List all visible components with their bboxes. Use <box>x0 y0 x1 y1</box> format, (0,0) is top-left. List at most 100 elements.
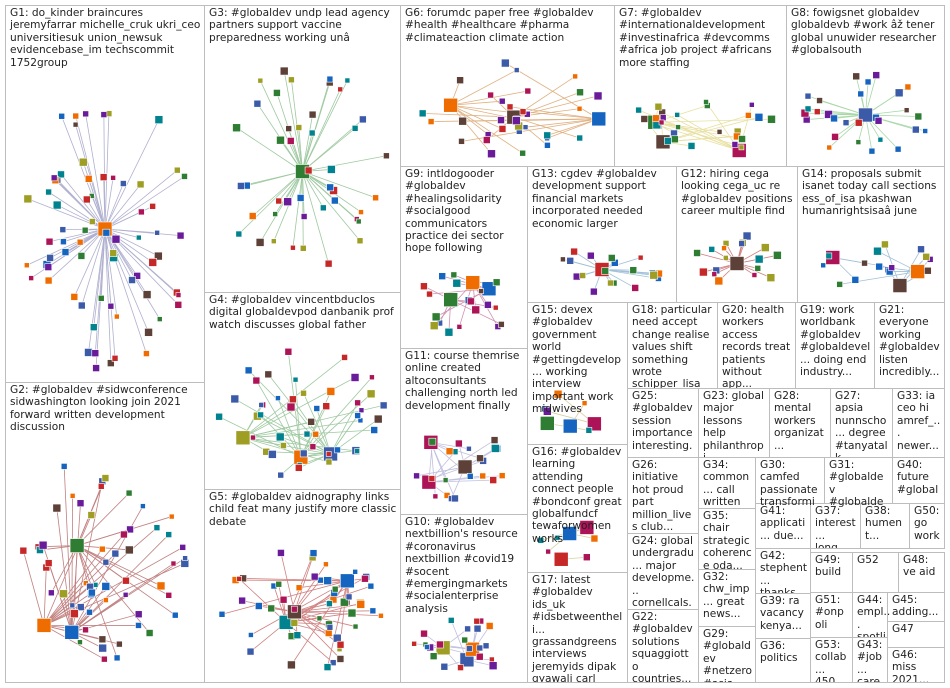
network-node <box>543 407 552 416</box>
cluster-g31: G31: #globaldev #globaldev... <box>824 457 893 509</box>
network-edge <box>280 436 331 455</box>
network-node <box>246 647 255 656</box>
network-edge <box>76 545 162 587</box>
network-edge <box>302 78 331 172</box>
network-node <box>113 654 121 662</box>
network-node <box>125 545 134 555</box>
cluster-g46: G46: miss 2021... <box>887 647 945 683</box>
cluster-g8: G8: fowigsnet globaldev globaldevb #work… <box>786 5 945 167</box>
network-node <box>553 389 563 399</box>
network-node <box>904 83 912 91</box>
network-node <box>52 200 62 210</box>
cluster-network <box>218 549 384 671</box>
network-node <box>482 136 491 144</box>
network-node <box>156 581 166 591</box>
network-edge <box>71 505 144 633</box>
network-node <box>279 595 288 604</box>
network-node <box>766 273 776 282</box>
network-edge <box>104 228 159 257</box>
hub-node <box>443 292 458 307</box>
network-node <box>277 549 285 557</box>
network-node <box>76 603 85 611</box>
network-node <box>89 323 98 332</box>
network-node <box>429 321 439 330</box>
network-node <box>337 86 344 93</box>
network-node <box>754 254 764 264</box>
network-node <box>126 525 134 534</box>
cluster-g52: G52 <box>852 552 899 593</box>
network-edge <box>294 557 313 612</box>
cluster-g24: G24: global undergradu... major developm… <box>627 533 699 610</box>
network-node <box>367 582 375 590</box>
network-edge <box>104 228 181 236</box>
network-node <box>340 597 349 607</box>
cluster-g23: G23: global major lessons help philanthr… <box>698 388 770 458</box>
network-node <box>545 548 551 555</box>
network-node <box>23 262 30 269</box>
network-node <box>429 652 438 660</box>
network-node <box>143 350 150 357</box>
network-node <box>813 108 821 115</box>
network-node <box>84 348 93 357</box>
network-edge <box>302 171 361 242</box>
network-node <box>506 103 514 111</box>
network-node <box>58 112 65 120</box>
network-node <box>418 109 427 118</box>
network-node <box>313 405 321 412</box>
network-node <box>593 91 603 101</box>
network-node <box>519 149 526 157</box>
network-node <box>331 585 339 593</box>
network-node <box>136 180 145 189</box>
network-node <box>325 451 332 457</box>
network-edge <box>76 545 127 582</box>
cluster-label: G30: camfed passionate transformin... <box>760 459 818 509</box>
cluster-label: G26: initiative hot proud part million_l… <box>632 459 692 534</box>
network-node <box>308 110 317 119</box>
network-node <box>428 475 436 482</box>
network-node <box>84 175 93 183</box>
network-node <box>125 489 133 497</box>
network-edge <box>61 116 106 230</box>
network-node <box>485 622 494 630</box>
cluster-g34: G34: common... call written evidence... <box>698 457 756 509</box>
network-node <box>255 602 263 610</box>
network-edge <box>76 545 118 659</box>
network-edge <box>104 184 141 230</box>
network-node <box>179 544 187 551</box>
network-node <box>324 259 333 268</box>
cluster-g7: G7: #globaldev #internationaldevelopment… <box>614 5 787 167</box>
network-edge <box>104 183 124 230</box>
network-node <box>378 612 384 619</box>
network-node <box>176 231 185 240</box>
network-node <box>77 252 86 260</box>
network-edge <box>280 552 295 612</box>
cluster-label: G5: #globaldev aidnography links child f… <box>209 491 400 528</box>
cluster-label: G15: devex #globaldev government world #… <box>532 304 621 416</box>
cluster-network <box>232 66 390 268</box>
network-edge <box>428 479 494 483</box>
network-node <box>331 196 339 205</box>
network-node <box>466 473 474 480</box>
network-node <box>675 124 681 130</box>
cluster-network <box>635 99 776 158</box>
network-node <box>751 272 758 278</box>
network-edge <box>450 104 503 130</box>
network-edge <box>273 171 303 242</box>
network-edge <box>299 580 348 589</box>
network-node <box>671 135 679 144</box>
network-node <box>295 124 303 131</box>
cluster-g42: G42: stephent... thanks... <box>755 548 811 594</box>
network-node <box>238 596 246 605</box>
network-edge <box>76 545 150 634</box>
cluster-network <box>413 435 506 503</box>
cluster-label: G40: future #global <box>897 459 939 496</box>
network-node <box>544 142 551 149</box>
network-node <box>294 464 303 472</box>
network-edge <box>819 100 866 116</box>
cluster-label: G45: adding... <box>892 594 939 619</box>
network-edge <box>302 114 313 172</box>
cluster-label: G38: hument... <box>865 505 902 542</box>
cluster-g38: G38: hument... <box>860 503 910 549</box>
hub-node <box>69 538 85 553</box>
network-node <box>323 561 329 568</box>
